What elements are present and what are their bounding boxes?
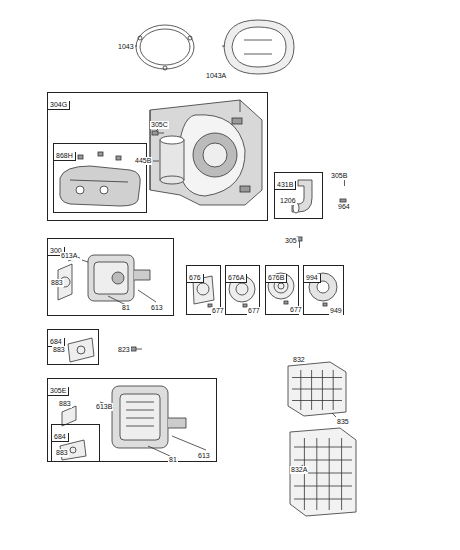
callout-number: 81 (121, 304, 131, 312)
callout-number: 1206 (279, 197, 297, 205)
callout-number: 823 (117, 346, 131, 354)
callout-number: 1043A (205, 72, 227, 80)
callout-number: 613B (95, 403, 113, 411)
callout-number: 677 (247, 307, 261, 315)
callout-number: 883 (52, 346, 66, 354)
callout-number: 832A (290, 466, 308, 474)
screw-305c (152, 131, 164, 135)
muffler-305e (60, 386, 206, 460)
parts-group-box: 868H (53, 143, 147, 213)
callout-number: 445B (134, 157, 152, 165)
screw-823 (131, 347, 142, 351)
parts-group-box: 304G 868H (47, 92, 268, 221)
callout-number: 835 (336, 418, 350, 426)
group-number: 305E (48, 387, 69, 396)
group-number: 676 (187, 274, 204, 283)
callout-number: 613 (150, 304, 164, 312)
clip-964 (340, 199, 346, 202)
callout-number: 305B (330, 172, 348, 180)
callout-number: 305C (150, 121, 169, 129)
guard-832a (290, 428, 356, 516)
callout-number: 613A (60, 252, 78, 260)
callout-number: 677 (211, 307, 225, 315)
cylinder-445b (160, 136, 184, 184)
group-number: 676A (226, 274, 247, 283)
callout-number: 883 (58, 400, 72, 408)
callout-number: 613 (197, 452, 211, 460)
group-number: 676B (266, 274, 287, 283)
blower-housing (150, 100, 262, 205)
gasket-1043a (224, 20, 294, 74)
callout-number: 949 (329, 307, 343, 315)
callout-number: 81 (168, 456, 178, 464)
group-number: 431B (275, 181, 296, 190)
group-number: 684 (52, 433, 69, 442)
group-number: 994 (304, 274, 321, 283)
callout-number: 883 (50, 279, 64, 287)
screw-305 (297, 237, 302, 248)
gasket-1043 (136, 25, 194, 70)
callout-number: 677 (289, 306, 303, 314)
callout-number: 1043 (117, 43, 135, 51)
callout-number: 305 (284, 237, 298, 245)
parts-group-box: 305E 684 (47, 378, 217, 462)
callout-number: 883 (55, 449, 69, 457)
gasket-684 (68, 338, 94, 362)
parts-group-box: 431B (274, 172, 323, 219)
group-number: 868H (54, 152, 76, 161)
guard-832 (288, 362, 346, 416)
group-number: 304G (48, 101, 70, 110)
muffler-300 (58, 255, 156, 306)
callout-number: 964 (337, 203, 351, 211)
callout-number: 832 (292, 356, 306, 364)
